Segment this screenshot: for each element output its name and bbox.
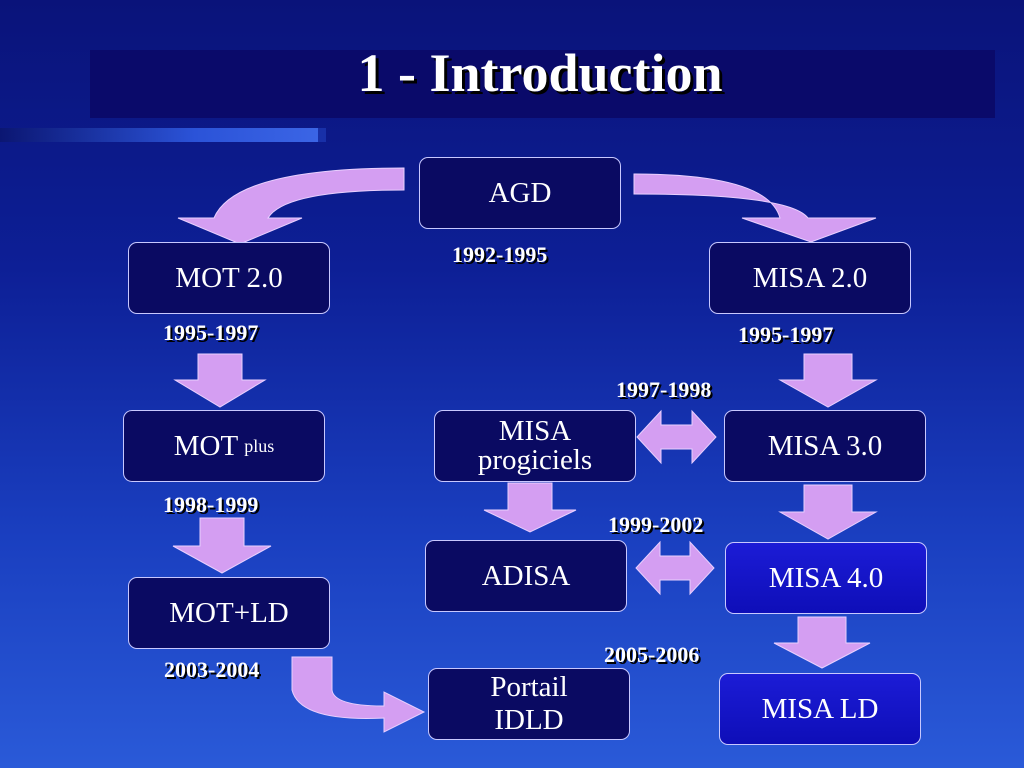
date-misa30: 1997-1998 bbox=[616, 377, 712, 402]
double-arrow-adisa-misa40 bbox=[635, 540, 715, 596]
node-misa40-label: MISA 4.0 bbox=[768, 561, 884, 594]
down-arrow-mot20-to-motplus bbox=[173, 353, 267, 408]
curved-arrow-agd-to-mot20 bbox=[177, 167, 405, 245]
down-arrow-motplus-to-motld bbox=[172, 517, 272, 574]
date-mot-plus: 1998-1999 bbox=[163, 492, 259, 517]
title-underline bbox=[0, 128, 325, 142]
node-mot20-label: MOT 2.0 bbox=[175, 261, 283, 294]
down-arrow-misa20-to-misa30 bbox=[778, 353, 878, 408]
node-misald-label: MISA LD bbox=[761, 692, 879, 725]
slide-title: 1 - Introduction bbox=[357, 43, 723, 103]
node-motld-label: MOT+LD bbox=[169, 596, 289, 629]
down-arrow-progiciels-to-adisa bbox=[483, 482, 577, 533]
date-misald: 2005-2006 bbox=[604, 642, 700, 667]
node-portail-line1: Portail bbox=[490, 671, 568, 703]
node-misa-progiciels: MISA progiciels bbox=[434, 410, 636, 482]
title-band bbox=[90, 50, 995, 118]
node-misa20-label: MISA 2.0 bbox=[752, 261, 868, 294]
node-misald: MISA LD bbox=[719, 673, 921, 745]
node-mot-plus-superscript: plus bbox=[244, 436, 275, 456]
node-agd: AGD bbox=[419, 157, 621, 229]
node-misa30: MISA 3.0 bbox=[724, 410, 926, 482]
node-misa20: MISA 2.0 bbox=[709, 242, 911, 314]
curved-arrow-motld-to-portail bbox=[291, 656, 426, 733]
title-underline-end bbox=[318, 128, 326, 142]
node-misa-progiciels-line2: progiciels bbox=[477, 444, 593, 476]
date-agd: 1992-1995 bbox=[452, 242, 548, 267]
node-agd-label: AGD bbox=[488, 176, 552, 209]
node-portail-idld: Portail IDLD bbox=[428, 668, 630, 740]
node-mot-plus-label: MOT bbox=[173, 429, 239, 462]
date-mot20: 1995-1997 bbox=[163, 320, 259, 345]
down-arrow-misa30-to-misa40 bbox=[778, 484, 878, 540]
date-misa40: 1999-2002 bbox=[608, 512, 704, 537]
date-misa20: 1995-1997 bbox=[738, 322, 834, 347]
double-arrow-progiciels-misa30 bbox=[636, 409, 717, 465]
down-arrow-misa40-to-misald bbox=[773, 616, 871, 669]
curved-arrow-agd-to-misa20 bbox=[633, 173, 877, 243]
node-adisa-label: ADISA bbox=[481, 559, 571, 592]
node-misa40: MISA 4.0 bbox=[725, 542, 927, 614]
node-adisa: ADISA bbox=[425, 540, 627, 612]
node-portail-line2: IDLD bbox=[494, 704, 564, 736]
node-motld: MOT+LD bbox=[128, 577, 330, 649]
node-misa-progiciels-line1: MISA bbox=[498, 415, 572, 447]
date-motld: 2003-2004 bbox=[164, 657, 260, 682]
node-mot20: MOT 2.0 bbox=[128, 242, 330, 314]
node-misa30-label: MISA 3.0 bbox=[767, 429, 883, 462]
